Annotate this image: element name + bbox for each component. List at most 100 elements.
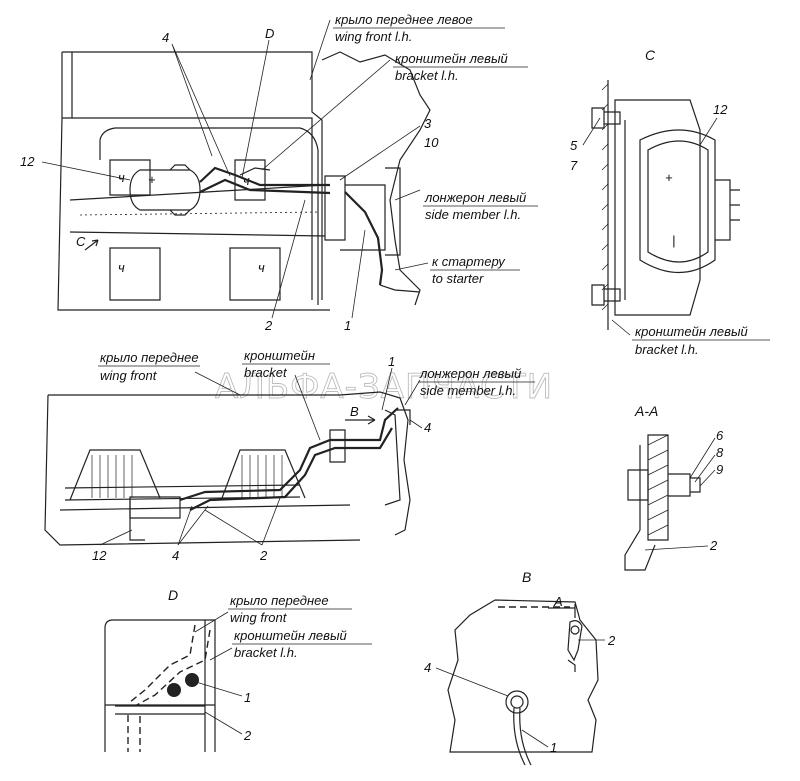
label-starter-en: to starter [432,271,484,286]
view-c-bolt-top [591,107,621,129]
view-b-bolt [570,625,580,635]
view-c-bracket [614,99,701,316]
top-leader-3 [339,125,421,181]
top-leader-12 [41,161,131,181]
view-b-title: B [522,569,531,585]
side-wing-outline [44,391,381,546]
callout-5: 5 [570,138,578,153]
view-b-section-line [548,604,576,618]
label-bracket-ru: кронштейн [244,348,315,363]
top-member-rail-dash [79,211,321,216]
label-member-en: side member l.h. [420,383,516,398]
top-torn-edge [321,51,431,306]
view-aa-hatch [647,434,669,536]
label-wing-ru: крыло переднее [100,350,199,365]
top-view: ч ч ч ч + 4 [20,12,538,333]
callout-2: 2 [259,548,268,563]
view-d: D крыло переднее wing front кронштейн ле… [104,587,372,752]
connector-flange [169,164,191,216]
side-leader-4 [177,505,209,546]
view-d-leader-bracket [209,647,233,661]
view-aa-leader-2 [644,545,709,551]
side-leader-bracket [294,374,321,441]
top-mount-mark: ч [118,260,125,275]
side-leader-wing [194,371,241,396]
label-bracket-en: bracket l.h. [234,645,298,660]
top-member-rail-lower [69,231,326,237]
view-d-dashed-edge-1 [129,624,196,703]
callout-12: 12 [713,102,728,117]
top-leader-bracket [261,59,391,171]
view-c: C + | 12 5 7 кронштейн левый brack [570,47,770,357]
callout-7: 7 [570,158,578,173]
top-panel [99,127,319,305]
label-member-ru: лонжерон левый [419,366,521,381]
view-b-bracket [567,620,583,662]
view-c-clip [715,179,740,241]
callout-4: 4 [172,548,179,563]
callout-2: 2 [709,538,718,553]
label-bracket-en: bracket l.h. [635,342,699,357]
label-bracket-en: bracket l.h. [395,68,459,83]
side-rib-left [69,449,161,501]
top-starter-cable-end [379,284,421,293]
top-member-rail-upper [69,184,326,201]
callout-1: 1 [550,740,557,755]
view-c-bolt-bottom [591,284,621,306]
view-aa-bolt [627,469,701,501]
view-d-wire-2 [185,673,199,687]
side-member [379,391,411,536]
view-aa-title: A-A [634,403,658,419]
callout-12: 12 [20,154,35,169]
view-c-plus: + [665,170,673,185]
view-c-connector-inner [647,140,709,263]
view-d-leader-wing [194,611,229,633]
top-clamp [324,175,346,241]
top-leader-2 [271,199,306,319]
label-wing-en: wing front l.h. [335,29,412,44]
view-d-frame [104,619,216,752]
view-c-connector-outer [639,129,716,274]
callout-3: 3 [424,116,432,131]
view-b-grommet-outer [505,690,529,714]
view-d-dashed-edge-2 [134,629,211,707]
side-lower-rail [64,484,301,489]
side-leader-member [404,379,421,406]
view-b-bracket-tail [567,659,576,672]
callout-6: 6 [716,428,724,443]
view-aa-plate [647,434,669,541]
top-leader-4 [171,43,231,177]
view-a-a: A-A 6 8 9 2 [624,403,724,571]
callout-2: 2 [607,633,616,648]
view-b-leader-4 [435,667,509,697]
watermark: АЛЬФА-ЗАПЧАСТИ [215,367,553,407]
view-b-section-mark: A [553,594,563,609]
callout-d: D [265,26,274,41]
callout-4: 4 [424,420,431,435]
label-wing-ru: крыло переднее [230,593,329,608]
side-view-arrow-b [345,415,376,425]
view-d-leader-1 [195,681,243,697]
top-lower-mount-left [109,247,161,301]
view-aa-bracket [624,445,656,571]
connector-plus: + [148,172,156,187]
callout-4: 4 [424,660,431,675]
view-c-leader-12 [699,117,718,146]
callout-9: 9 [716,462,723,477]
callout-1: 1 [388,354,395,369]
side-harness-2 [189,427,393,511]
view-c-leader-bracket [611,319,631,336]
top-upper-mount-right [234,159,266,201]
callout-c: C [76,234,86,249]
view-d-leader-2 [204,711,243,735]
side-leader-1 [381,367,393,411]
label-member-en: side member l.h. [425,207,521,222]
label-bracket-ru: кронштейн левый [635,324,748,339]
view-c-minus: | [672,233,675,248]
label-wing-en: wing front [230,610,288,625]
label-wing-ru: крыло переднее левое [335,12,473,27]
view-c-wall-hatch [601,83,609,311]
view-d-wire-1 [167,683,181,697]
top-leader-wing [309,19,331,81]
label-bracket-ru: кронштейн левый [234,628,347,643]
